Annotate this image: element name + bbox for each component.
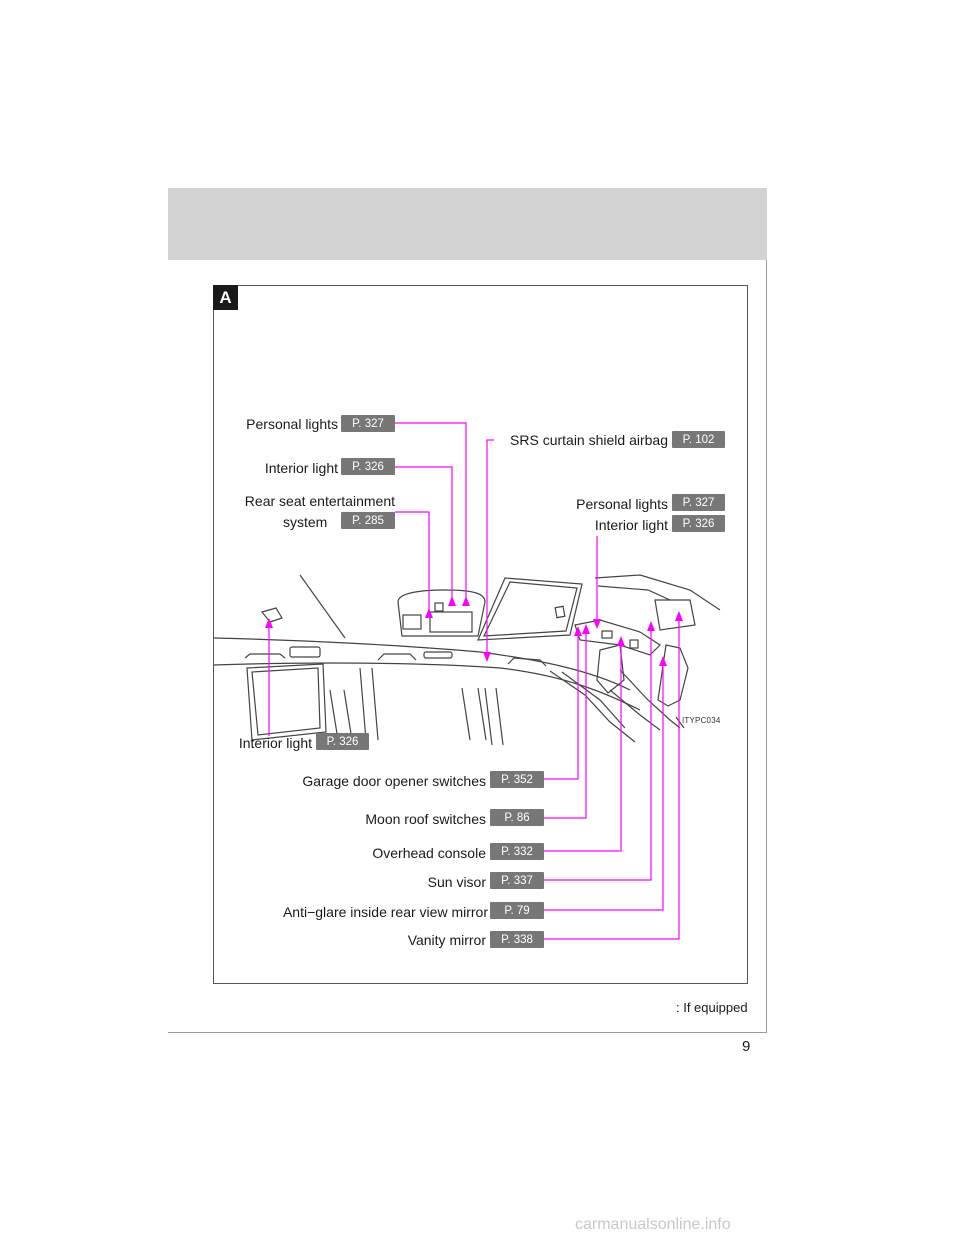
overhead-console-label: Overhead console	[372, 845, 486, 861]
srs-airbag-label: SRS curtain shield airbag	[510, 432, 668, 448]
header-band	[168, 188, 767, 260]
figure-code: ITYPC034	[682, 716, 721, 725]
garage-door-label: Garage door opener switches	[302, 773, 486, 789]
leader-lines	[265, 422, 683, 940]
interior-light-lower-label: Interior light	[238, 735, 312, 751]
vanity-mirror-page-ref[interactable]: P. 338	[490, 931, 544, 948]
srs-airbag-page-ref[interactable]: P. 102	[672, 431, 725, 448]
rear-seat-entertainment-page-ref[interactable]: P. 285	[341, 512, 395, 529]
right-rule	[766, 260, 767, 1033]
watermark: carmanualsonline.info	[575, 1216, 731, 1233]
personal-lights-right-page-ref[interactable]: P. 327	[672, 494, 725, 511]
moon-roof-page-ref[interactable]: P. 86	[490, 809, 544, 826]
interior-light-right-page-ref[interactable]: P. 326	[672, 515, 725, 532]
antiglare-mirror-label: Anti−glare inside rear view mirror	[282, 904, 488, 920]
antiglare-mirror-page-ref[interactable]: P. 79	[490, 902, 544, 919]
bottom-rule	[168, 1032, 767, 1033]
overhead-console-page-ref[interactable]: P. 332	[490, 843, 544, 860]
moon-roof-label: Moon roof switches	[365, 811, 486, 827]
rear-seat-entertainment-label: Rear seat entertainment	[244, 493, 395, 509]
personal-lights-page-ref[interactable]: P. 327	[341, 415, 395, 432]
page-number: 9	[742, 1038, 751, 1055]
garage-door-page-ref[interactable]: P. 352	[490, 771, 544, 788]
personal-lights-right-label: Personal lights	[576, 496, 668, 512]
sun-visor-label: Sun visor	[427, 874, 486, 890]
interior-light-page-ref[interactable]: P. 326	[341, 458, 395, 475]
rear-seat-entertainment-label-line2: system	[283, 514, 328, 530]
vanity-mirror-label: Vanity mirror	[407, 932, 486, 948]
footnote: : If equipped	[676, 1000, 748, 1015]
interior-light-label: Interior light	[264, 460, 338, 476]
vehicle-ceiling-drawing	[213, 574, 721, 746]
interior-light-right-label: Interior light	[594, 517, 668, 533]
illustration-frame	[213, 285, 748, 984]
sun-visor-page-ref[interactable]: P. 337	[490, 872, 544, 889]
interior-light-lower-page-ref[interactable]: P. 326	[316, 733, 369, 750]
personal-lights-label: Personal lights	[246, 416, 338, 432]
section-badge: A	[213, 285, 238, 310]
